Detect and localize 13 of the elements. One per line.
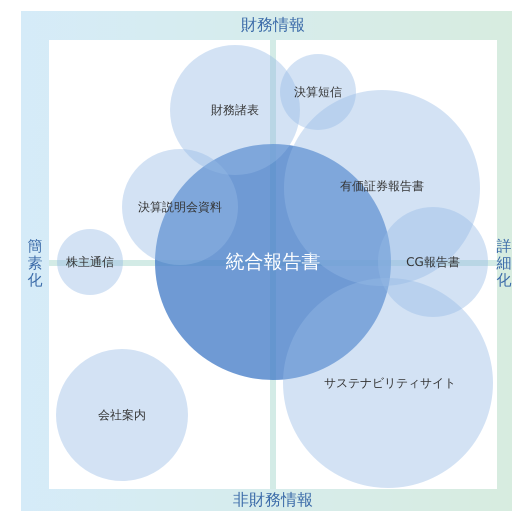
bubble-label: サステナビリティサイト <box>324 374 456 392</box>
bubble-label: 会社案内 <box>98 406 146 424</box>
bubble-label: 財務諸表 <box>211 102 259 118</box>
bubble-label: 有価証券報告書 <box>340 178 424 194</box>
bubble-label: 決算説明会資料 <box>138 198 222 216</box>
bubble-label: CG報告書 <box>406 254 460 270</box>
axis-label: 簡素化 <box>28 238 42 288</box>
axis-label: 財務情報 <box>241 14 305 36</box>
axis-label: 非財務情報 <box>233 490 313 510</box>
axis-label: 詳細化 <box>496 238 512 288</box>
bubble-label: 決算短信 <box>294 84 342 100</box>
bubble-label: 統合報告書 <box>226 250 320 275</box>
bubble-label: 株主通信 <box>66 254 114 270</box>
